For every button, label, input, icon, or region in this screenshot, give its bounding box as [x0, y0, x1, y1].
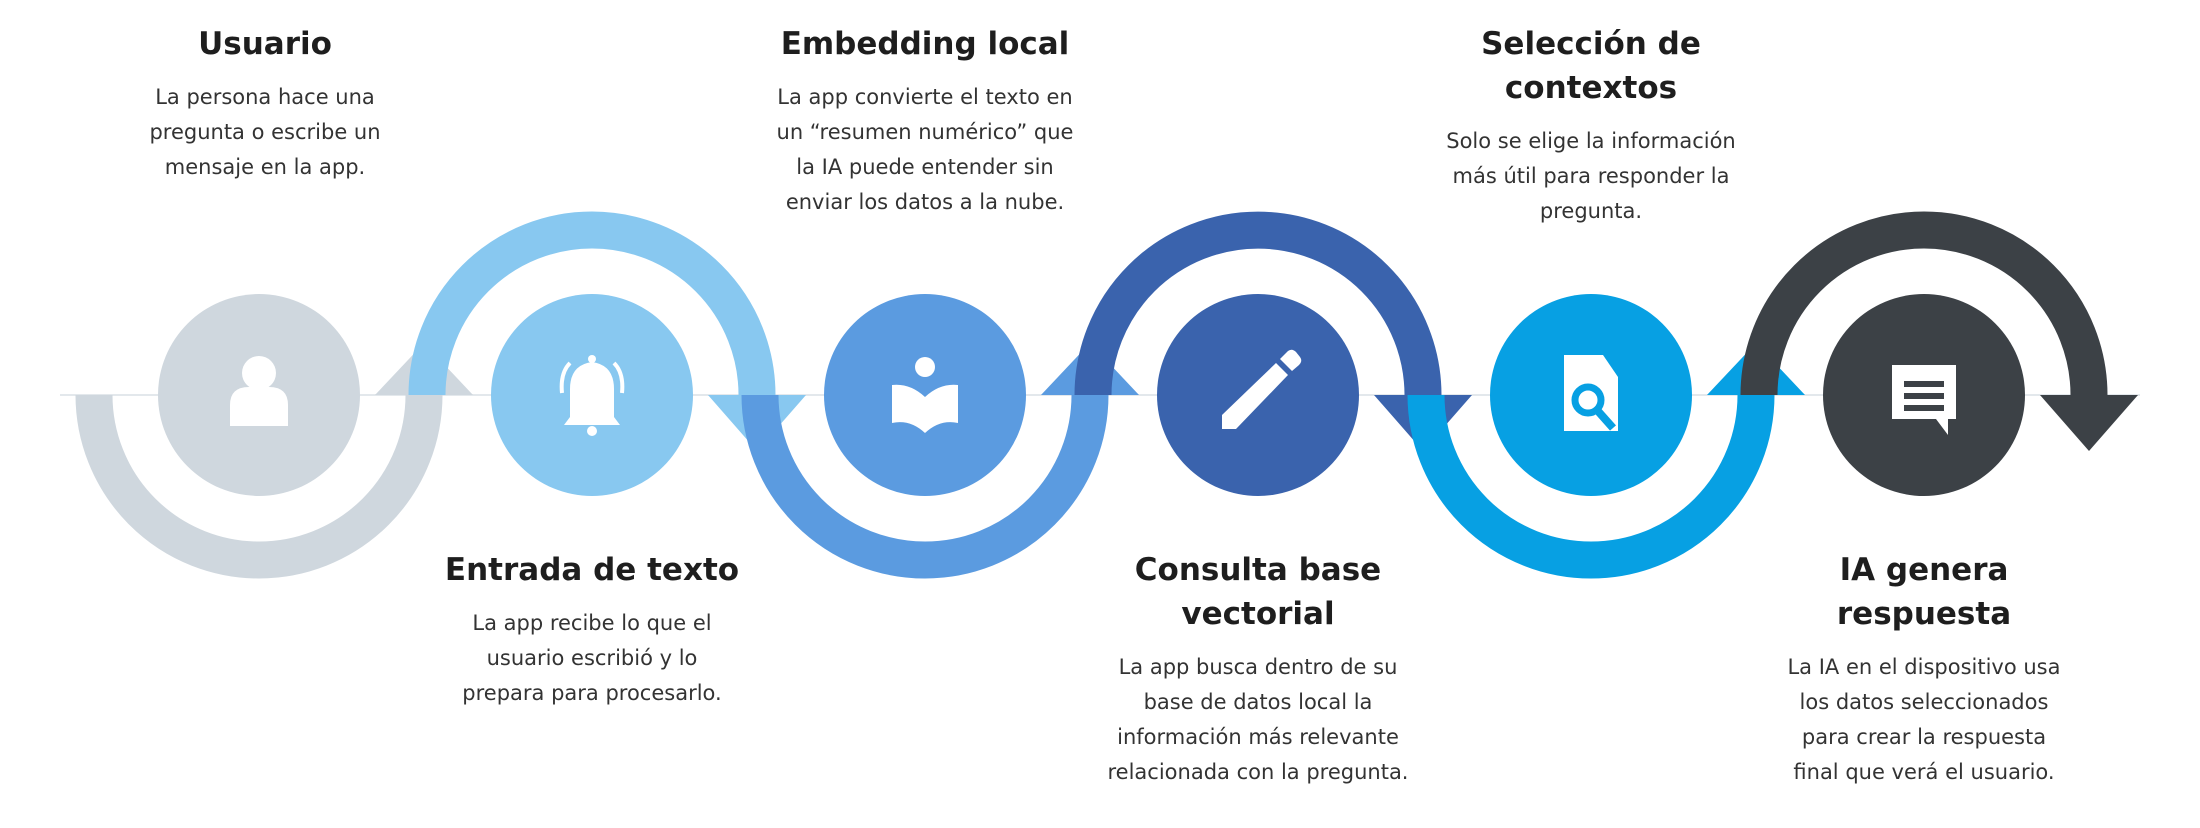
flow-arc	[741, 394, 1109, 579]
step-description: La app convierte el texto en un “resumen …	[715, 80, 1135, 220]
step-title: Embedding local	[715, 22, 1135, 66]
step-title-line: Selección de	[1481, 26, 1701, 62]
flow-arc	[408, 211, 776, 396]
step-description-line: relacionada con la pregunta.	[1107, 760, 1409, 784]
step-description: La app busca dentro de su base de datos l…	[1048, 650, 1468, 790]
step-description: La persona hace una pregunta o escribe un…	[55, 80, 475, 185]
step-1-text: Usuario La persona hace una pregunta o esc…	[55, 22, 475, 185]
step-title: Entrada de texto	[382, 548, 802, 592]
step-description-line: La app busca dentro de su	[1118, 655, 1398, 679]
user-icon	[230, 356, 288, 426]
step-description-line: La app recibe lo que el	[472, 611, 712, 635]
step-3-text: Embedding local La app convierte el texto…	[715, 22, 1135, 220]
flow-arc	[1740, 211, 2108, 396]
step-6-text: IA genera respuesta La IA en el dispositiv…	[1714, 548, 2134, 790]
step-description-line: usuario escribió y lo	[486, 646, 698, 670]
step-description-line: la IA puede entender sin	[796, 155, 1054, 179]
step-title-line: Usuario	[198, 26, 332, 62]
step-title-line: Entrada de texto	[444, 552, 740, 588]
step-title-line: respuesta	[1836, 596, 2012, 632]
step-title: IA genera respuesta	[1714, 548, 2134, 636]
step-description-line: Solo se elige la información	[1446, 129, 1736, 153]
step-3-graphic	[741, 294, 1139, 579]
step-title-line: Embedding local	[780, 26, 1070, 62]
document-search-icon	[1564, 355, 1618, 431]
step-title: Consulta base vectorial	[1048, 548, 1468, 636]
step-description-line: más útil para responder la	[1452, 164, 1730, 188]
step-circle	[824, 294, 1026, 496]
step-description: La app recibe lo que el usuario escribió …	[382, 606, 802, 711]
chat-message-icon	[1892, 365, 1956, 435]
step-description: Solo se elige la información más útil par…	[1381, 124, 1801, 229]
step-title: Selección de contextos	[1381, 22, 1801, 110]
step-description-line: pregunta o escribe un	[149, 120, 381, 144]
step-description-line: prepara para procesarlo.	[462, 681, 722, 705]
step-title-line: vectorial	[1181, 596, 1335, 632]
step-4-text: Consulta base vectorial La app busca dentr…	[1048, 548, 1468, 790]
step-description-line: para crear la respuesta	[1801, 725, 2047, 749]
step-description-line: pregunta.	[1539, 199, 1643, 223]
step-description-line: base de datos local la	[1143, 690, 1373, 714]
step-description-line: un “resumen numérico” que	[776, 120, 1074, 144]
step-title-line: Consulta base	[1134, 552, 1382, 588]
step-description-line: La persona hace una	[155, 85, 375, 109]
step-title-line: contextos	[1504, 70, 1678, 106]
step-description-line: los datos seleccionados	[1799, 690, 2049, 714]
step-description: La IA en el dispositivo usa los datos sel…	[1714, 650, 2134, 790]
step-6-graphic	[1740, 211, 2138, 496]
step-title-line: IA genera	[1839, 552, 2009, 588]
step-description-line: información más relevante	[1117, 725, 1399, 749]
step-5-graphic	[1407, 294, 1805, 579]
step-2-text: Entrada de texto La app recibe lo que el u…	[382, 548, 802, 711]
step-title: Usuario	[55, 22, 475, 66]
bell-icon	[559, 355, 625, 436]
arrow-down-icon	[2040, 395, 2138, 451]
step-description-line: final que verá el usuario.	[1793, 760, 2055, 784]
step-2-graphic	[408, 211, 806, 496]
step-4-graphic	[1074, 211, 1472, 496]
step-description-line: enviar los datos a la nube.	[785, 190, 1065, 214]
flow-arc	[1407, 394, 1775, 579]
pencil-icon	[1222, 349, 1302, 429]
step-description-line: mensaje en la app.	[164, 155, 366, 179]
step-1-graphic	[75, 294, 473, 579]
step-description-line: La IA en el dispositivo usa	[1787, 655, 2061, 679]
step-description-line: La app convierte el texto en	[777, 85, 1073, 109]
flow-arc	[1074, 211, 1442, 396]
flow-arc	[75, 394, 443, 579]
book-reader-icon	[892, 357, 958, 433]
